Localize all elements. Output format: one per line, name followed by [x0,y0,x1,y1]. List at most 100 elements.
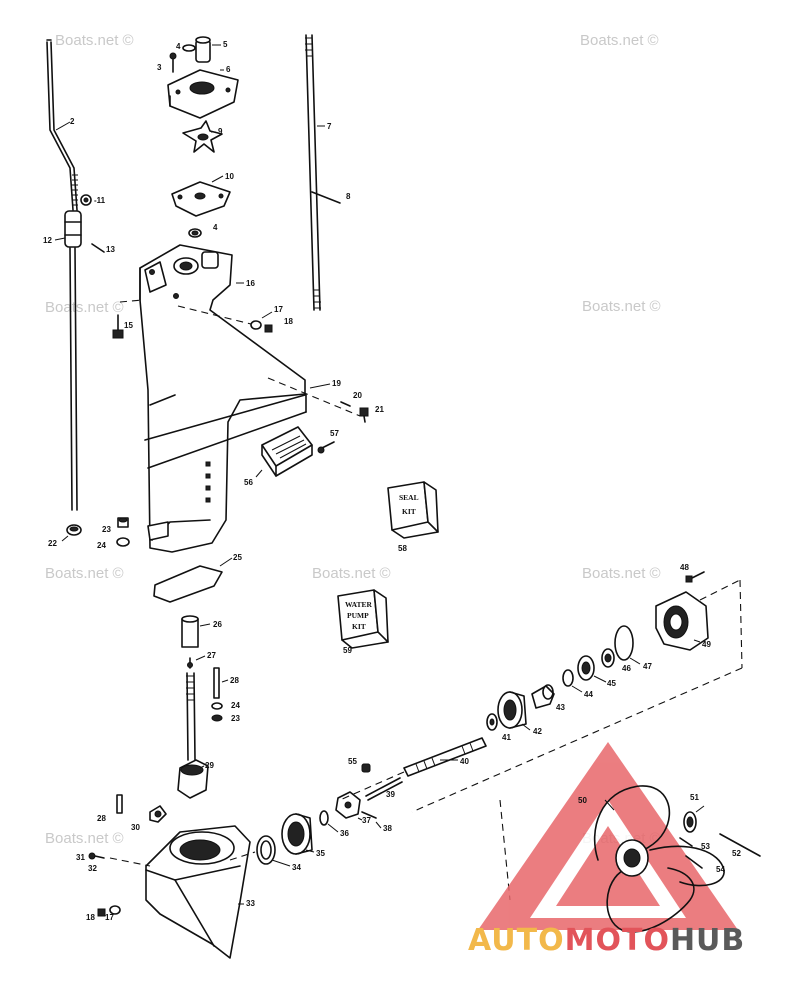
callout-58: 58 [398,544,407,553]
seal-kit-label-2: KIT [402,507,416,516]
callout-4: 4 [176,42,181,51]
callout-33: 33 [246,899,255,908]
callout-45: 45 [607,679,616,688]
callout-8: 8 [346,192,351,201]
watermark: Boats.net © [312,565,391,582]
callout-18b: 18 [86,913,95,922]
watermark: Boats.net © [580,32,659,49]
part-washer-36: 36 [319,810,349,838]
watermark-group: Boats.net © Boats.net © Boats.net © Boat… [45,32,661,847]
part-washer-41: 41 [486,713,511,742]
callout-11: -11 [94,196,106,205]
part-seal-4b: 4 [188,223,218,238]
callout-44: 44 [584,690,593,699]
callout-40: 40 [460,757,469,766]
callout-38: 38 [383,824,392,833]
part-nut-23-24: 23 24 [97,517,130,550]
callout-9: 9 [218,127,223,136]
part-seal-46: 46 [601,648,631,673]
part-clutch-37: 37 38 [335,791,392,833]
part-55: 55 [348,757,371,773]
logo-triangle [478,742,738,930]
part-oring-47: 47 [614,625,652,671]
part-driveshaft-7: 7 8 [305,34,351,311]
callout-41: 41 [502,733,511,742]
part-bolt-15: 15 [112,299,143,339]
part-impeller: 9 [182,120,223,153]
callout-10: 10 [225,172,234,181]
logo-text-hub: HUB [670,923,745,958]
callout-17: 17 [274,305,283,314]
callout-21: 21 [375,405,384,414]
part-pump-housing: 4 5 3 6 [157,36,239,119]
part-clip-30: 30 [131,805,167,832]
part-coupler-12: 12 13 [43,210,115,254]
part-upper-gearcase: 16 [139,244,307,553]
part-driveshaft-29: 29 [177,672,214,799]
callout-19: 19 [332,379,341,388]
part-wear-plate: 10 [171,172,234,217]
callout-57: 57 [330,429,339,438]
callout-56: 56 [244,478,253,487]
callout-48: 48 [680,563,689,572]
callout-18: 18 [284,317,293,326]
part-51-54: 51 52 53 54 [679,793,761,874]
water-pump-kit-box: WATER PUMP KIT 59 [337,589,389,655]
part-bushing-26: 26 [181,615,222,648]
part-bearing-carrier-49: 49 48 [655,563,711,651]
callout-17b: 17 [105,913,114,922]
part-gear-35: 35 [281,813,325,858]
part-pin-28b: 28 [97,794,123,823]
part-gear-42: 42 [497,691,542,736]
callout-35: 35 [316,849,325,858]
part-propeller-shaft-40: 40 [403,737,487,777]
part-19-20-21: 19 20 21 [267,377,384,423]
pump-kit-label-3: KIT [352,622,366,631]
callout-52: 52 [732,849,741,858]
logo-text-auto: AUTO [468,923,565,958]
part-cover-56: 56 57 [244,426,339,487]
callout-13: 13 [106,245,115,254]
callout-54: 54 [716,865,725,874]
watermark: Boats.net © [582,298,661,315]
pump-kit-label-2: PUMP [347,611,369,620]
callout-39: 39 [386,790,395,799]
callout-23b: 23 [231,714,240,723]
alignment-lines [229,579,743,901]
callout-15: 15 [124,321,133,330]
watermark: Boats.net © [45,299,124,316]
part-bearing-45: 45 [577,655,616,688]
watermark: Boats.net © [45,565,124,582]
callout-20: 20 [353,391,362,400]
watermark: Boats.net © [45,830,124,847]
callout-37: 37 [362,816,371,825]
watermark: Boats.net © [55,32,134,49]
seal-kit-box: SEAL KIT 58 [387,481,439,553]
pump-kit-label-1: WATER [345,600,373,609]
callout-6: 6 [226,65,231,74]
callout-2: 2 [70,117,75,126]
callout-32: 32 [88,864,97,873]
callout-5: 5 [223,40,228,49]
callout-49: 49 [702,640,711,649]
callout-23: 23 [102,525,111,534]
callout-50: 50 [578,796,587,805]
part-washer-44: 44 [562,669,593,699]
callout-26: 26 [213,620,222,629]
part-nut-11: -11 [80,194,106,206]
callout-53: 53 [701,842,710,851]
watermark: Boats.net © [582,565,661,582]
callout-31: 31 [76,853,85,862]
callout-25: 25 [233,553,242,562]
callout-3: 3 [157,63,162,72]
seal-kit-label-1: SEAL [399,493,419,502]
part-propeller-50: 50 [578,785,725,933]
callout-55: 55 [348,757,357,766]
callout-12: 12 [43,236,52,245]
part-pin-27: 27 [187,651,216,669]
callout-28b: 28 [97,814,106,823]
callout-30: 30 [131,823,140,832]
callout-47: 47 [643,662,652,671]
